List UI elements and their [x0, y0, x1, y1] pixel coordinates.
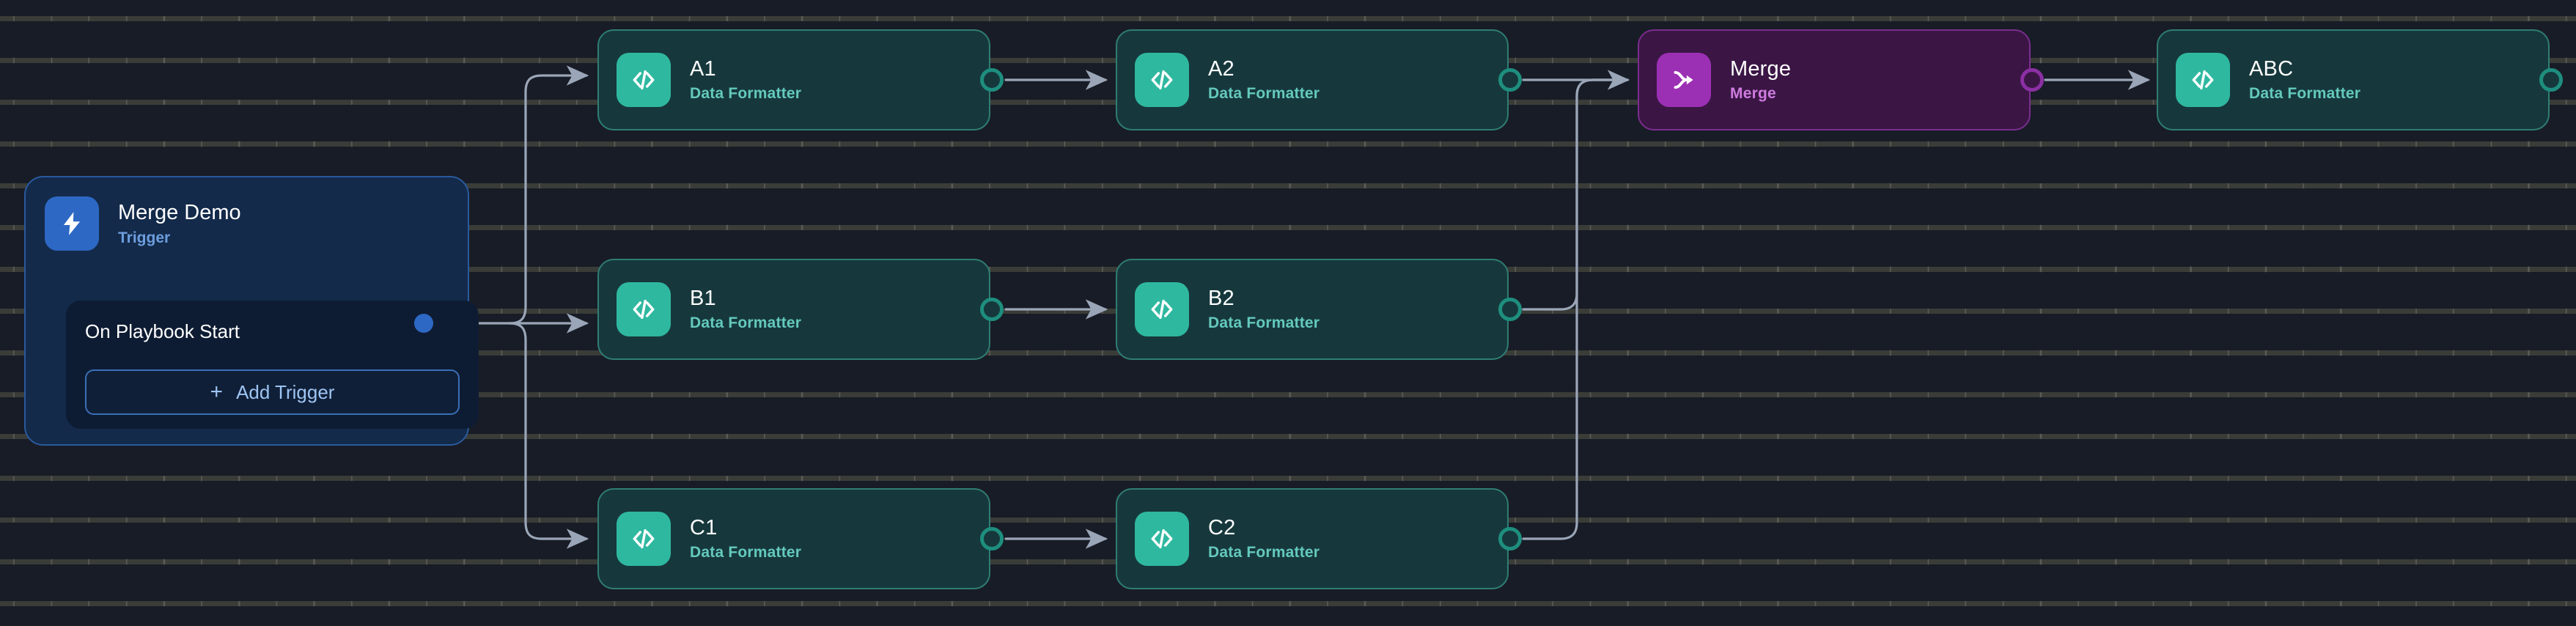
- node-title: C1: [690, 516, 718, 540]
- add-trigger-button[interactable]: + Add Trigger: [85, 369, 460, 415]
- node-b1-output-port[interactable]: [980, 298, 1004, 321]
- add-trigger-label: Add Trigger: [236, 381, 335, 403]
- node-merge[interactable]: Merge Merge: [1638, 29, 2031, 130]
- trigger-event-label: On Playbook Start: [85, 320, 240, 342]
- node-a2-output-port[interactable]: [1498, 68, 1522, 92]
- edge-b2-merge: [1522, 78, 1629, 311]
- node-subtitle: Data Formatter: [2249, 85, 2361, 102]
- node-subtitle: Merge: [1730, 85, 1776, 102]
- code-icon: [617, 512, 671, 566]
- code-icon: [2176, 53, 2230, 107]
- node-title: C2: [1208, 516, 1236, 540]
- trigger-header: Merge Demo Trigger: [45, 196, 449, 251]
- trigger-output-port[interactable]: [414, 314, 433, 333]
- node-subtitle: Data Formatter: [1208, 544, 1320, 561]
- edge-c2-merge: [1522, 78, 1629, 540]
- node-subtitle: Data Formatter: [690, 85, 802, 102]
- node-abc[interactable]: ABC Data Formatter: [2157, 29, 2550, 130]
- code-icon: [1135, 53, 1189, 107]
- node-title: A2: [1208, 57, 1234, 81]
- node-subtitle: Data Formatter: [1208, 314, 1320, 331]
- code-icon: [617, 282, 671, 336]
- node-a1[interactable]: A1 Data Formatter: [597, 29, 990, 130]
- trigger-title: Merge Demo: [118, 200, 241, 224]
- node-subtitle: Data Formatter: [690, 544, 802, 561]
- trigger-subtitle: Trigger: [118, 229, 171, 246]
- node-b1[interactable]: B1 Data Formatter: [597, 259, 990, 360]
- edge-trigger-c1: [508, 322, 589, 549]
- code-icon: [1135, 512, 1189, 566]
- trigger-card[interactable]: Merge Demo Trigger On Playbook Start + A…: [24, 176, 479, 446]
- node-c1[interactable]: C1 Data Formatter: [597, 488, 990, 589]
- plus-icon: +: [210, 380, 224, 404]
- code-icon: [1135, 282, 1189, 336]
- node-title: Merge: [1730, 57, 1792, 81]
- node-abc-output-port[interactable]: [2539, 68, 2563, 92]
- node-merge-output-port[interactable]: [2020, 68, 2044, 92]
- merge-icon: [1657, 53, 1711, 107]
- node-subtitle: Data Formatter: [1208, 85, 1320, 102]
- node-title: A1: [690, 57, 716, 81]
- node-subtitle: Data Formatter: [690, 314, 802, 331]
- node-c2[interactable]: C2 Data Formatter: [1116, 488, 1509, 589]
- trigger-body: On Playbook Start + Add Trigger: [66, 301, 479, 429]
- node-a1-output-port[interactable]: [980, 68, 1004, 92]
- node-a2[interactable]: A2 Data Formatter: [1116, 29, 1509, 130]
- edge-trigger-a1: [508, 65, 589, 325]
- node-title: ABC: [2249, 57, 2294, 81]
- trigger-event-row[interactable]: On Playbook Start: [85, 317, 460, 346]
- node-c1-output-port[interactable]: [980, 527, 1004, 550]
- node-title: B1: [690, 287, 716, 310]
- code-icon: [617, 53, 671, 107]
- lightning-bolt-icon: [45, 196, 99, 251]
- node-b2[interactable]: B2 Data Formatter: [1116, 259, 1509, 360]
- node-c2-output-port[interactable]: [1498, 527, 1522, 550]
- node-title: B2: [1208, 287, 1234, 310]
- node-b2-output-port[interactable]: [1498, 298, 1522, 321]
